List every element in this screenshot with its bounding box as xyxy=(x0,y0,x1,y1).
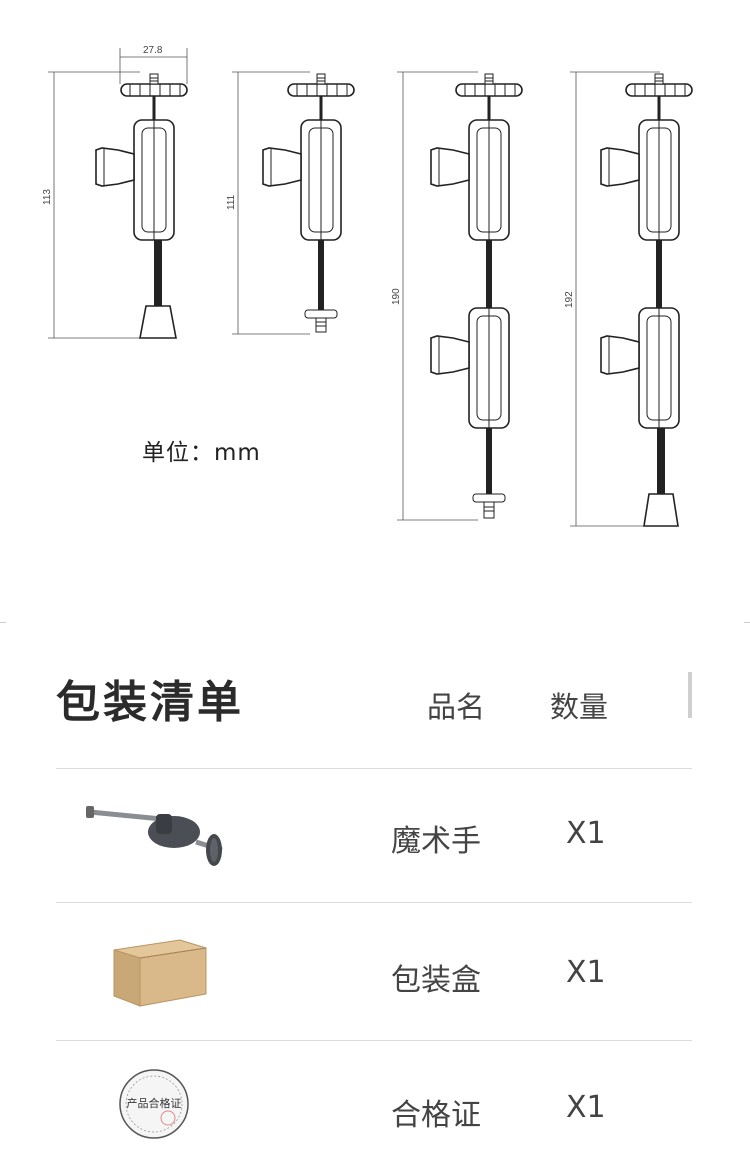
height-label-1: 113 xyxy=(42,189,53,205)
height-label-2: 111 xyxy=(226,194,237,210)
width-dimension-label: 27.8 xyxy=(143,45,163,56)
magic-arm-icon xyxy=(86,806,223,866)
item-quantity: X1 xyxy=(566,1090,606,1125)
section-mark-left xyxy=(0,622,6,623)
column-header-quantity: 数量 xyxy=(550,690,609,724)
divider xyxy=(56,902,692,903)
column-header-name: 品名 xyxy=(427,690,486,724)
scrollbar[interactable] xyxy=(688,672,692,718)
item-quantity: X1 xyxy=(566,955,606,990)
height-label-4: 192 xyxy=(564,291,575,308)
section-mark-right xyxy=(744,622,750,623)
height-label-3: 190 xyxy=(391,288,402,305)
certificate-stamp-text: 产品合格证 xyxy=(127,1096,182,1110)
unit-label: 单位：mm xyxy=(142,440,261,466)
box-icon xyxy=(113,939,207,1007)
divider xyxy=(56,1040,692,1041)
item-name: 合格证 xyxy=(391,1098,481,1133)
item-name: 包装盒 xyxy=(391,963,481,998)
dimension-drawing: 27.8 113 111 190 192 xyxy=(42,45,693,527)
certificate-icon: 产品合格证 xyxy=(119,1069,189,1139)
item-quantity: X1 xyxy=(566,816,606,851)
divider xyxy=(56,768,692,769)
packing-list-title: 包装清单 xyxy=(56,677,244,728)
item-name: 魔术手 xyxy=(391,824,481,859)
